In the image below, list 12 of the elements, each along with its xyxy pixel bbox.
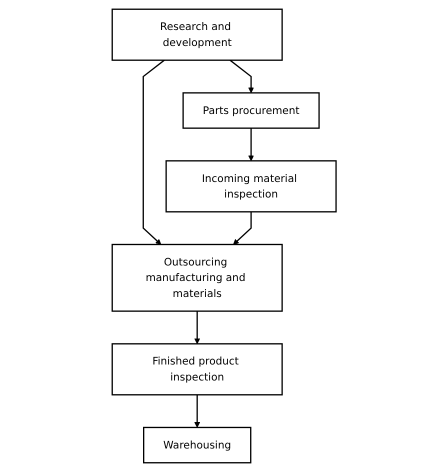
arrow xyxy=(232,212,252,245)
node-box: Finished product inspection xyxy=(111,343,283,396)
node-box: Research and development xyxy=(111,8,283,61)
node-box: Incoming material inspection xyxy=(165,160,337,212)
arrow xyxy=(194,311,200,344)
arrow xyxy=(230,60,254,94)
arrow xyxy=(248,128,254,162)
node-box: Outsourcing manufacturing and materials xyxy=(111,244,283,312)
node-box: Warehousing xyxy=(142,426,252,464)
node-box: Parts procurement xyxy=(182,92,320,129)
arrow xyxy=(142,60,165,245)
arrow xyxy=(194,394,200,428)
